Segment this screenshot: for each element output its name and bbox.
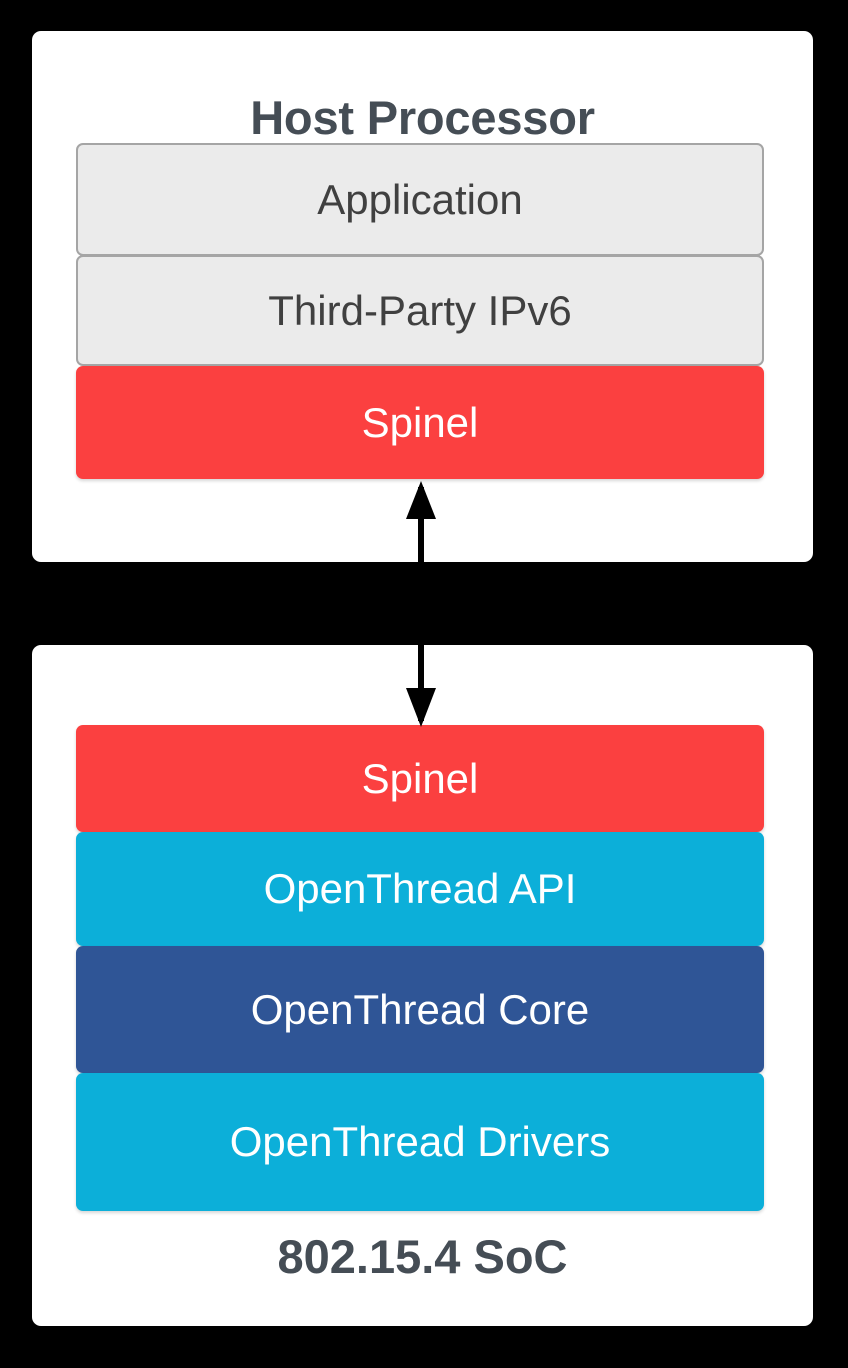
layer-label-openthread-api: OpenThread API [263, 865, 577, 912]
layer-box-spinel-host: Spinel [76, 366, 764, 479]
layer-label-openthread-core: OpenThread Core [250, 985, 590, 1033]
soc-panel-title: 802.15.4 SoC [277, 1230, 568, 1283]
layer-box-spinel-soc: Spinel [76, 725, 764, 832]
layer-box-openthread-drivers: OpenThread Drivers [76, 1073, 764, 1211]
layer-label-application: Application [317, 175, 523, 223]
layer-label-spinel-soc: Spinel [361, 754, 479, 802]
layer-label-spinel-host: Spinel [361, 398, 479, 446]
layer-box-openthread-core: OpenThread Core [76, 946, 764, 1073]
layer-box-third-party-ipv6: Third-Party IPv6 [76, 255, 764, 366]
host-processor-title: Host Processor [250, 91, 595, 144]
layer-label-third-party-ipv6: Third-Party IPv6 [268, 286, 572, 334]
layer-box-openthread-api: OpenThread API [76, 832, 764, 946]
layer-label-openthread-drivers: OpenThread Drivers [229, 1118, 611, 1165]
layer-box-application: Application [76, 143, 764, 256]
